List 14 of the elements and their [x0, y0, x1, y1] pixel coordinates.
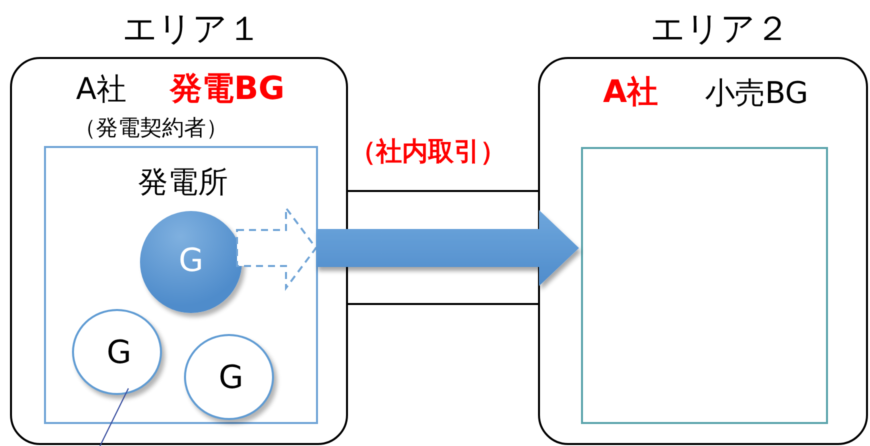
group-box	[581, 147, 828, 424]
generator-label: G	[178, 243, 204, 278]
area-heading: エリア２	[650, 11, 790, 48]
generator-label: G	[106, 335, 132, 370]
area-heading: エリア１	[122, 11, 262, 48]
leader-line	[99, 388, 129, 446]
generator-label: G	[218, 360, 244, 396]
plant-title: 発電所	[137, 166, 229, 199]
company-name: A社	[603, 75, 658, 110]
company-name: A社	[76, 73, 127, 106]
bg-name: 発電BG	[170, 71, 285, 106]
role-text: （発電契約者）	[74, 117, 228, 142]
block-arrow	[316, 210, 579, 286]
bg-name: 小売BG	[705, 77, 808, 110]
